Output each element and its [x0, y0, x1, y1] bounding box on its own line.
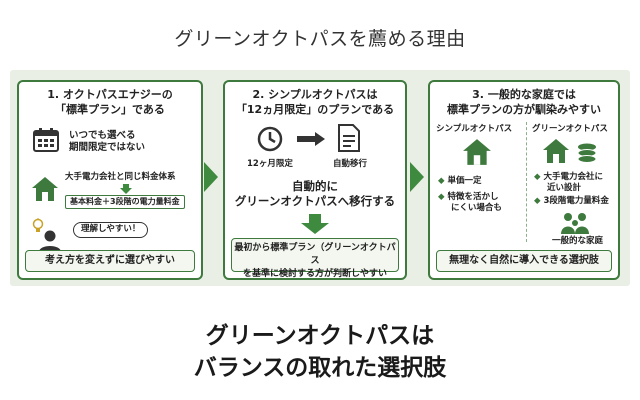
- panel-3-footer: 無理なく自然に導入できる選択肢: [436, 250, 612, 272]
- arrow-right-icon-2: [410, 162, 424, 192]
- simple-point-1-text: 単価一定: [447, 176, 482, 186]
- green-octopus-label: グリーンオクトパス: [532, 124, 608, 134]
- panel-3-heading: 3. 一般的な家庭では 標準プランの方が馴染みやすい: [430, 82, 618, 117]
- tag-icon-2: ◆: [438, 192, 445, 202]
- green-points: ◆ 大手電力会社に 近い設計 ◆ 3段階電力量料金: [534, 172, 609, 207]
- person-icon: [37, 230, 63, 252]
- panel-1-heading-line2: 「標準プラン」である: [55, 103, 165, 116]
- reason-panel-1: 1. オクトパスエナジーの 「標準プラン」である いつでも選べる 期間限定ではな…: [17, 80, 203, 280]
- coins-icon: [576, 142, 598, 164]
- simple-point-2-text: 特徴を活かし: [447, 192, 499, 202]
- house-icon-simple: [462, 138, 492, 166]
- panel-2-heading: 2. シンプルオクトパスは 「12ヵ月限定」のプランである: [225, 82, 405, 117]
- tag-icon: ◆: [438, 176, 445, 186]
- simple-octopus-label: シンプルオクトパス: [436, 124, 513, 134]
- auto-migration-text: 自動的に グリーンオクトパスへ移行する: [225, 179, 405, 209]
- panel-2-heading-line2: 「12ヵ月限定」のプランである: [235, 103, 395, 116]
- calendar-text: いつでも選べる 期間限定ではない: [69, 130, 145, 154]
- summary-line1: グリーンオクトパスは: [205, 323, 435, 349]
- panel-1-heading: 1. オクトパスエナジーの 「標準プラン」である: [19, 82, 201, 117]
- arrow-down-icon: [301, 214, 329, 234]
- calendar-icon: [33, 128, 59, 152]
- green-point-2: 近い設計: [547, 183, 582, 193]
- panel-3-heading-line1: 3. 一般的な家庭では: [472, 88, 576, 101]
- panel-3-heading-line2: 標準プランの方が馴染みやすい: [447, 103, 601, 116]
- speech-bubble: 理解しやすい！: [73, 222, 149, 238]
- simple-point-1: ◆ 単価一定: [438, 176, 502, 187]
- panel-2-footer-line1: 最初から標準プラン（グリーンオクトパス: [234, 243, 396, 266]
- calendar-text-line1: いつでも選べる: [69, 130, 136, 141]
- arrow-down-small-icon: [120, 184, 132, 194]
- green-point-1-text: 大手電力会社に: [543, 172, 604, 182]
- clock-label: 12ヶ月限定: [247, 159, 293, 169]
- family-label: 一般的な家庭: [552, 236, 604, 246]
- panel-2-heading-line1: 2. シンプルオクトパスは: [252, 88, 378, 101]
- summary-heading: グリーンオクトパスは バランスの取れた選択肢: [0, 320, 640, 384]
- reason-panel-2: 2. シンプルオクトパスは 「12ヵ月限定」のプランである 12ヶ月限定 自動移…: [223, 80, 407, 280]
- panel-1-footer: 考え方を変えずに選びやすい: [25, 250, 195, 272]
- simple-point-3: にくい場合も: [451, 203, 502, 213]
- reason-panel-3: 3. 一般的な家庭では 標準プランの方が馴染みやすい シンプルオクトパス ◆ 単…: [428, 80, 620, 280]
- document-icon: [337, 124, 361, 152]
- auto-line2: グリーンオクトパスへ移行する: [234, 194, 396, 208]
- summary-line2: バランスの取れた選択肢: [193, 355, 447, 381]
- green-point-3-text: 3段階電力量料金: [543, 196, 609, 206]
- rate-tag: 基本料金＋3段階の電力量料金: [65, 195, 185, 209]
- lightbulb-icon: [31, 218, 45, 234]
- green-point-3: ◆ 3段階電力量料金: [534, 196, 609, 207]
- auto-line1: 自動的に: [292, 179, 338, 193]
- tag-icon-3: ◆: [534, 172, 541, 182]
- clock-icon: [257, 126, 283, 152]
- comparison-divider: [526, 122, 527, 242]
- calendar-text-line2: 期間限定ではない: [69, 142, 146, 153]
- house-icon-green: [542, 138, 570, 164]
- simple-point-2: ◆ 特徴を活かし: [438, 192, 502, 203]
- house-icon: [31, 176, 59, 202]
- panel-2-footer: 最初から標準プラン（グリーンオクトパス を基準に検討する方が判断しやすい: [231, 238, 399, 278]
- tag-icon-4: ◆: [534, 196, 541, 206]
- arrow-right-small-icon: [297, 132, 325, 146]
- family-icon: [560, 212, 590, 234]
- green-point-1: ◆ 大手電力会社に: [534, 172, 609, 183]
- panel-1-heading-line1: 1. オクトパスエナジーの: [47, 88, 173, 101]
- page-title: グリーンオクトパスを薦める理由: [174, 28, 466, 50]
- panel-2-footer-line2: を基準に検討する方が判断しやすい: [243, 269, 387, 279]
- doc-label: 自動移行: [333, 159, 368, 169]
- simple-points: ◆ 単価一定 ◆ 特徴を活かし にくい場合も: [438, 176, 502, 214]
- utility-text: 大手電力会社と同じ料金体系: [65, 172, 176, 182]
- arrow-right-icon: [204, 162, 218, 192]
